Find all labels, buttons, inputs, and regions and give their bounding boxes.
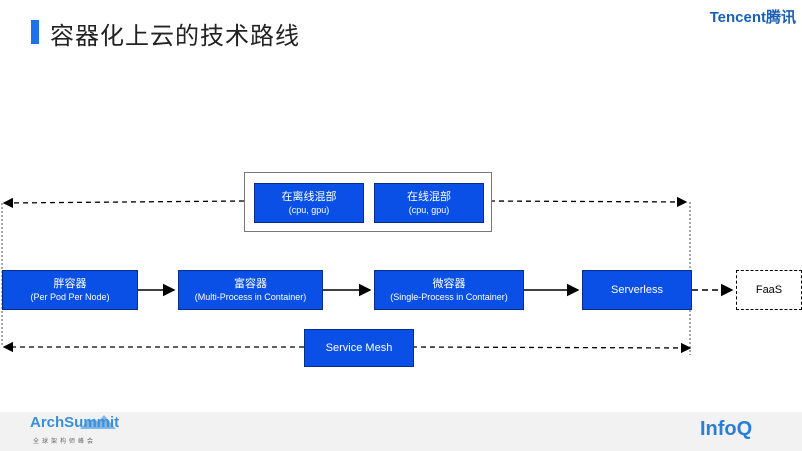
archsummit-subtitle: 全球架构师峰会 <box>33 438 97 445</box>
mountain-icon <box>80 415 116 429</box>
mix-deploy-arrow-right <box>489 196 688 208</box>
infoq-logo: InfoQ <box>700 418 753 440</box>
offline-online-mix-box: 在离线混部 (cpu, gpu) <box>254 183 364 223</box>
serverless-box: Serverless <box>582 270 692 310</box>
tencent-logo: Tencent腾讯 <box>709 9 796 26</box>
rich-container-box: 富容器 (Multi-Process in Container) <box>178 270 323 310</box>
box-label: 在离线混部 <box>281 190 337 203</box>
faas-box: FaaS <box>736 270 802 310</box>
box-label: 在线混部 <box>407 190 451 203</box>
box-sub: (cpu, gpu) <box>288 204 330 215</box>
footer-band <box>0 412 802 451</box>
box-sub: (Per Pod Per Node) <box>30 291 110 302</box>
box-label: 富容器 <box>234 277 267 290</box>
service-mesh-arrow-right <box>411 342 692 354</box>
box-sub: (cpu, gpu) <box>408 204 450 215</box>
service-mesh-box: Service Mesh <box>304 329 414 367</box>
box-label: 微容器 <box>432 277 466 290</box>
fat-container-box: 胖容器 (Per Pod Per Node) <box>2 270 138 310</box>
title-accent-bar <box>31 20 39 44</box>
box-label: Serverless <box>611 284 663 296</box>
micro-container-box: 微容器 (Single-Process in Container) <box>374 270 524 310</box>
box-label: 胖容器 <box>53 277 87 290</box>
online-mix-box: 在线混部 (cpu, gpu) <box>374 183 484 223</box>
box-label: Service Mesh <box>325 342 393 354</box>
box-sub: (Multi-Process in Container) <box>194 291 307 302</box>
archsummit-logo: ArchSummit <box>30 414 120 431</box>
mix-deploy-arrow-left <box>2 197 245 209</box>
box-sub: (Single-Process in Container) <box>390 291 508 302</box>
page-title: 容器化上云的技术路线 <box>50 22 300 50</box>
